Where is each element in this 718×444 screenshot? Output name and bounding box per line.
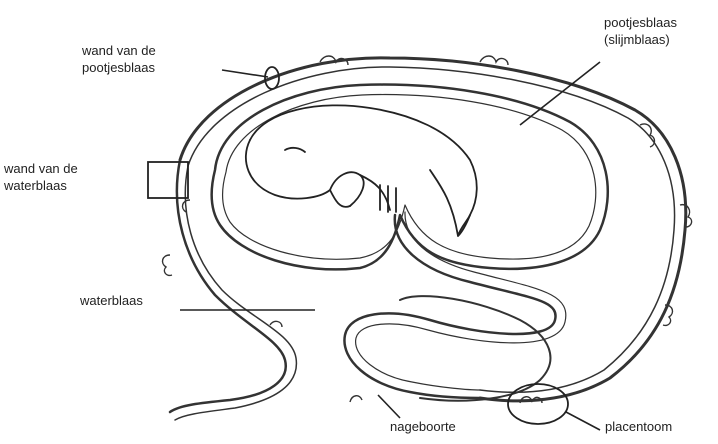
cotyledons	[163, 56, 692, 403]
label-allantois: pootjesblaas (slijmblaas)	[604, 14, 677, 48]
label-allantois-line2: (slijmblaas)	[604, 31, 677, 48]
amnion-loop-inner	[223, 95, 596, 260]
label-placentome: placentoom	[605, 418, 672, 435]
label-amnion-wall-line2: waterblaas	[4, 177, 78, 194]
outer-membrane-inner	[188, 67, 675, 392]
umbilical-loop	[344, 215, 555, 398]
label-allantois-wall-line2: pootjesblaas	[82, 59, 156, 76]
label-amnion-wall-line1: wand van de	[4, 160, 78, 177]
label-allantois-wall-line1: wand van de	[82, 42, 156, 59]
fetus	[246, 105, 477, 236]
amnion-wall-box	[148, 162, 188, 198]
label-allantois-wall: wand van de pootjesblaas	[82, 42, 156, 76]
label-afterbirth: nageboorte	[390, 418, 456, 435]
label-amnion: waterblaas	[80, 292, 143, 309]
label-allantois-line1: pootjesblaas	[604, 14, 677, 31]
amnion-loop	[212, 85, 608, 270]
placentome-ellipse	[508, 384, 568, 424]
label-amnion-wall: wand van de waterblaas	[4, 160, 78, 194]
